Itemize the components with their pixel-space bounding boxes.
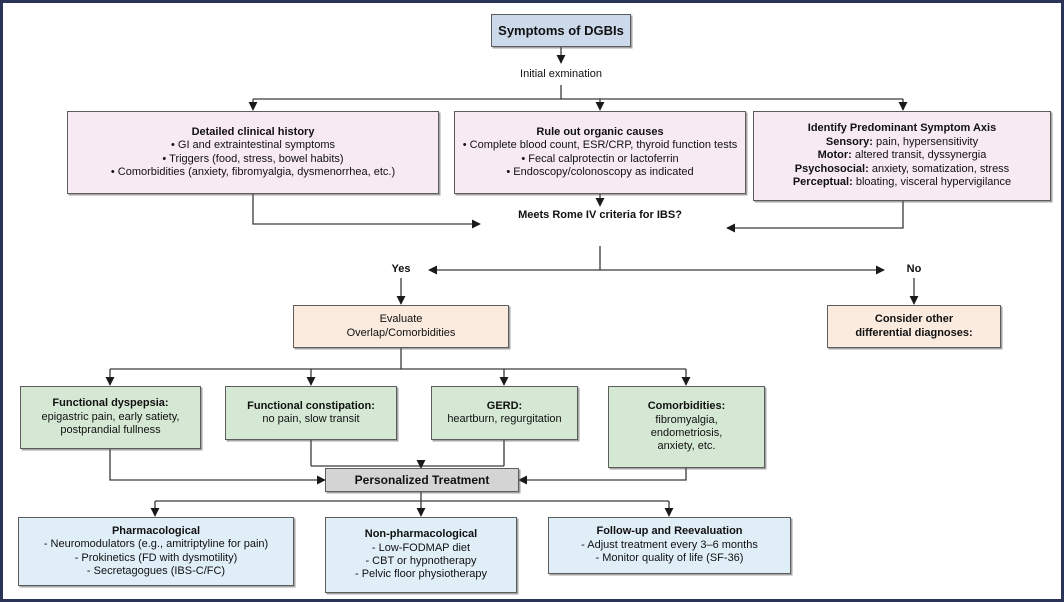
term-text: altered transit, dyssynergia <box>851 149 987 162</box>
label-initial-examination: Initial exmination <box>520 68 602 80</box>
node-line: - Prokinetics (FD with dysmotility) <box>74 551 238 564</box>
node-line: Overlap/Comorbidities <box>346 326 456 339</box>
node-title: Symptoms of DGBIs <box>498 22 624 38</box>
node-pharmacological[interactable]: Pharmacological - Neuromodulators (e.g.,… <box>18 517 294 586</box>
node-heading: Non-pharmacological <box>364 528 478 541</box>
node-line: Sensory: pain, hypersensitivity <box>826 136 978 149</box>
node-follow-up-and-reevaluation[interactable]: Follow-up and Reevaluation - Adjust trea… <box>548 517 791 574</box>
node-heading: GERD: <box>486 399 523 412</box>
node-line: Psychosocial: anxiety, somatization, str… <box>795 163 1009 176</box>
node-line: Motor: altered transit, dyssynergia <box>818 149 987 162</box>
node-line: endometriosis, <box>650 427 723 439</box>
node-heading: Functional dyspepsia: <box>52 397 169 410</box>
node-line: Perceptual: bloating, visceral hypervigi… <box>793 176 1011 189</box>
connector-lines <box>105 47 919 517</box>
node-rule-out-organic-causes[interactable]: Rule out organic causes • Complete blood… <box>454 111 746 194</box>
node-line: - Neuromodulators (e.g., amitriptyline f… <box>43 538 269 551</box>
decision-line-2: IBS? <box>656 209 682 221</box>
node-identify-predominant-symptom-axis[interactable]: Identify Predominant Symptom Axis Sensor… <box>753 111 1051 201</box>
node-heading: Functional constipation: <box>247 399 375 412</box>
node-non-pharmacological[interactable]: Non-pharmacological - Low-FODMAP diet - … <box>325 517 517 593</box>
term: Perceptual: <box>792 176 853 189</box>
node-line: postprandial fullness <box>60 424 161 437</box>
term: Sensory: <box>825 135 873 148</box>
node-line: anxiety, etc. <box>657 440 716 453</box>
node-line: Evaluate <box>379 313 423 326</box>
node-line: - Low-FODMAP diet <box>371 541 471 554</box>
node-line: Consider other <box>874 313 954 326</box>
node-line: - Secretagogues (IBS-C/FC) <box>86 564 226 577</box>
node-detailed-clinical-history[interactable]: Detailed clinical history • GI and extra… <box>67 111 439 194</box>
node-line: • Complete blood count, ESR/CRP, thyroid… <box>462 139 738 152</box>
node-line: - CBT or hypnotherapy <box>365 555 477 567</box>
node-symptoms-of-dgbis[interactable]: Symptoms of DGBIs <box>491 14 631 47</box>
node-personalized-treatment[interactable]: Personalized Treatment <box>325 468 519 492</box>
decision-line-1: Meets Rome IV criteria for <box>518 209 654 221</box>
node-line: heartburn, regurgitation <box>447 413 562 425</box>
node-heading: Rule out organic causes <box>536 125 664 138</box>
node-comorbidities[interactable]: Comorbidities: fibromyalgia, endometrios… <box>608 386 765 468</box>
node-line: • Comorbidities (anxiety, fibromyalgia, … <box>110 165 396 178</box>
node-heading: Detailed clinical history <box>191 125 315 138</box>
node-evaluate-overlap-comorbidities[interactable]: Evaluate Overlap/Comorbidities <box>293 305 509 348</box>
node-line: • Endoscopy/colonoscopy as indicated <box>506 165 694 178</box>
node-line: - Monitor quality of life (SF-36) <box>595 552 744 565</box>
node-line: • Triggers (food, stress, bowel habits) <box>162 152 344 165</box>
node-functional-dyspepsia[interactable]: Functional dyspepsia: epigastric pain, e… <box>20 386 201 449</box>
term-text: anxiety, somatization, stress <box>868 162 1010 175</box>
node-line: fibromyalgia, <box>655 413 718 426</box>
node-heading: Follow-up and Reevaluation <box>596 525 743 538</box>
node-heading: Pharmacological <box>111 524 201 537</box>
node-line: differential diagnoses: <box>855 326 973 339</box>
term: Motor: <box>817 149 852 162</box>
node-consider-other-differential-diagnoses[interactable]: Consider other differential diagnoses: <box>827 305 1001 348</box>
node-line: • Fecal calprotectin or lactoferrin <box>521 152 679 165</box>
node-title: Personalized Treatment <box>354 472 490 487</box>
node-line: epigastric pain, early satiety, <box>41 410 180 423</box>
term-text: bloating, visceral hypervigilance <box>852 176 1012 189</box>
label-no-branch: No <box>906 263 922 275</box>
node-line: - Adjust treatment every 3–6 months <box>581 538 758 551</box>
term-text: pain, hypersensitivity <box>872 135 979 148</box>
node-gerd[interactable]: GERD: heartburn, regurgitation <box>431 386 578 440</box>
label-rome-iv-decision: Meets Rome IV criteria for IBS? <box>500 209 700 223</box>
node-line: - Pelvic floor physiotherapy <box>354 568 488 581</box>
node-functional-constipation[interactable]: Functional constipation: no pain, slow t… <box>225 386 397 440</box>
node-heading: Comorbidities: <box>647 400 726 413</box>
node-line: • GI and extraintestinal symptoms <box>170 139 336 152</box>
node-heading: Identify Predominant Symptom Axis <box>807 122 997 135</box>
node-line: no pain, slow transit <box>262 413 360 425</box>
term: Psychosocial: <box>794 162 869 175</box>
label-yes-branch: Yes <box>391 263 411 275</box>
